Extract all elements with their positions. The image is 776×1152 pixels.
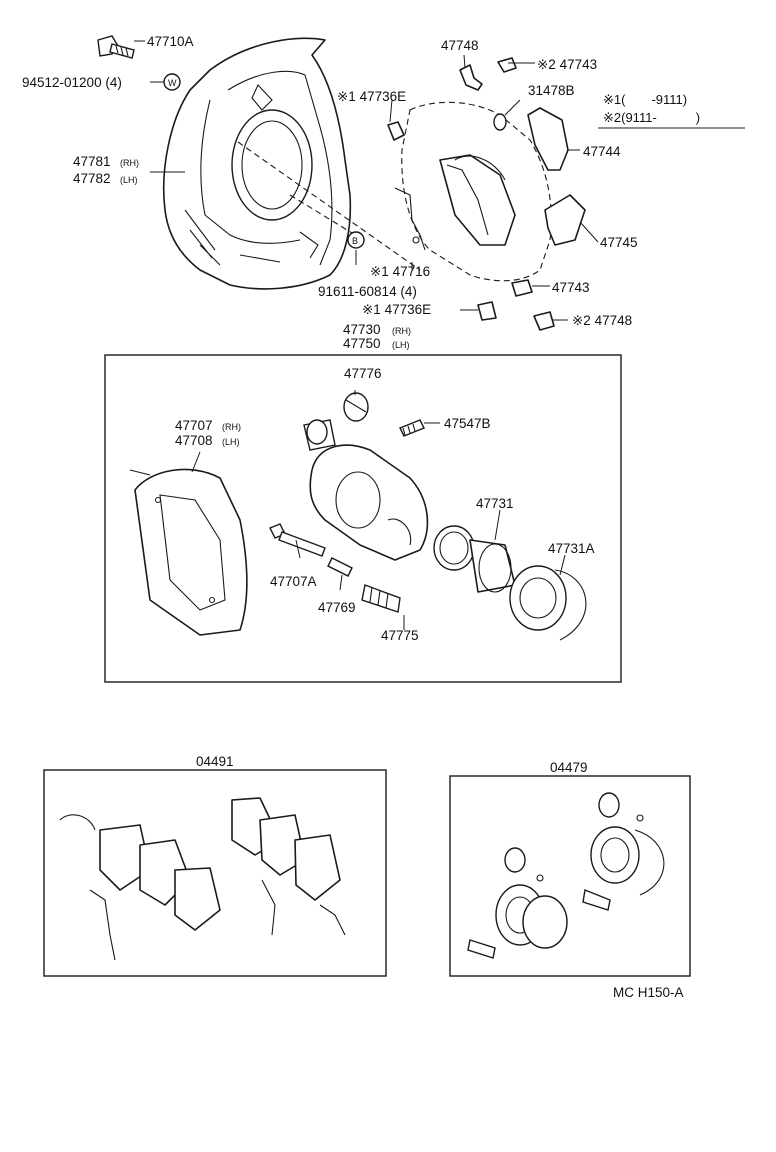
label-47707A: 47707A [270,574,317,589]
washer-symbol-label: W [168,78,177,88]
label-47731A: 47731A [548,541,595,556]
label-47707-rh: (RH) [222,422,241,432]
label-47716: ※1 47716 [370,264,430,279]
label-47743-top: ※2 47743 [537,57,597,72]
boot-47775 [361,584,401,613]
clip-47743-mid [511,279,533,297]
label-47731: 47731 [476,496,514,511]
label-47743-mid: 47743 [552,280,590,295]
label-47748-mid: ※2 47748 [572,313,632,328]
label-47750: 47750 [343,336,381,351]
seal-kit-box [449,775,691,977]
label-04479: 04479 [550,760,588,775]
bleeder-47547B [399,419,425,437]
piston-boot-47731A [509,565,587,641]
backing-plate-47707 [129,468,248,636]
label-47776: 47776 [344,366,382,381]
caliper-body [303,419,429,561]
pad-kit-left-group [59,814,221,961]
label-47769: 47769 [318,600,356,615]
clip-47736E-mid [477,301,497,321]
spring-31478B [493,113,507,131]
label-91611: 91611-60814 (4) [318,284,417,299]
shim-47745 [544,194,586,246]
bolt-part [97,35,135,59]
label-47736E-mid: ※1 47736E [362,302,431,317]
clip-47748-mid [533,311,555,331]
label-47744: 47744 [583,144,621,159]
dust-cover-part [162,37,352,290]
seal-47731 [433,525,516,593]
guide-pin-47707A [269,523,326,557]
label-47781-rh: (RH) [120,158,139,168]
clip-47743-top [497,57,517,73]
label-47547B: 47547B [444,416,491,431]
label-47781: 47781 [73,154,111,169]
label-47745: 47745 [600,235,638,250]
label-47782: 47782 [73,171,111,186]
label-47748-top: 47748 [441,38,479,53]
note-2: ※2(9111- ) [603,110,700,125]
label-47707: 47707 [175,418,213,433]
caliper-mount-part [401,101,552,282]
label-47710A: 47710A [147,34,194,49]
seal-kit-parts [467,792,665,959]
clip-47736E-top [387,121,405,141]
label-94512: 94512-01200 (4) [22,75,122,90]
caliper-assembly-box [104,354,622,683]
clip-47748-top [459,64,483,91]
pad-47744 [527,107,569,171]
label-47736E-top: ※1 47736E [337,89,406,104]
label-47750-lh: (LH) [392,340,410,350]
note-1: ※1( -9111) [603,92,687,107]
label-47730: 47730 [343,322,381,337]
bolt-symbol-label: B [352,236,358,246]
label-31478B: 31478B [528,83,575,98]
pad-kit-box [43,769,387,977]
label-47708: 47708 [175,433,213,448]
label-47708-lh: (LH) [222,437,240,447]
label-47730-rh: (RH) [392,326,411,336]
washer-symbol: W [163,73,181,91]
label-47782-lh: (LH) [120,175,138,185]
bushing-47769 [327,557,353,577]
bolt-symbol: B [347,231,365,249]
boot-47776 [343,392,369,422]
label-04491: 04491 [196,754,234,769]
pad-kit-right-group [231,797,346,936]
wear-indicator-47716 [394,187,426,251]
diagram-code: MC H150-A [613,985,684,1000]
label-47775: 47775 [381,628,419,643]
